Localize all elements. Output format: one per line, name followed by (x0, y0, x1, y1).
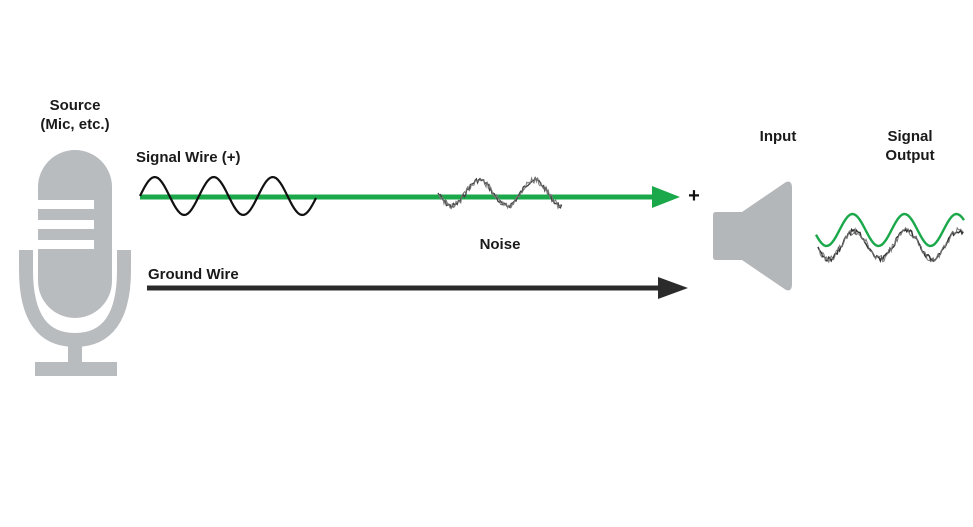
source-label-line2: (Mic, etc.) (40, 116, 110, 133)
signal-output-line2: Output (885, 147, 935, 164)
ground-wire-label: Ground Wire (148, 266, 239, 283)
speaker-icon (713, 181, 792, 291)
signal-wire-arrow (140, 186, 680, 208)
signal-output-label: Signal Output (850, 127, 970, 165)
output-noise-texture (817, 226, 964, 264)
output-signal-wave (814, 212, 965, 248)
ground-wire-arrow (147, 277, 688, 299)
noise-label: Noise (479, 236, 521, 253)
source-label-line1: Source (49, 97, 101, 114)
noise-wave-texture (437, 176, 562, 210)
signal-wire-label: Signal Wire (+) (136, 149, 241, 166)
source-label: Source (Mic, etc.) (15, 96, 135, 134)
microphone-icon (19, 150, 131, 376)
plus-sign: + (688, 185, 700, 207)
input-label: Input (759, 128, 797, 145)
signal-sine-wave (139, 175, 317, 217)
signal-output-line1: Signal (887, 128, 933, 145)
